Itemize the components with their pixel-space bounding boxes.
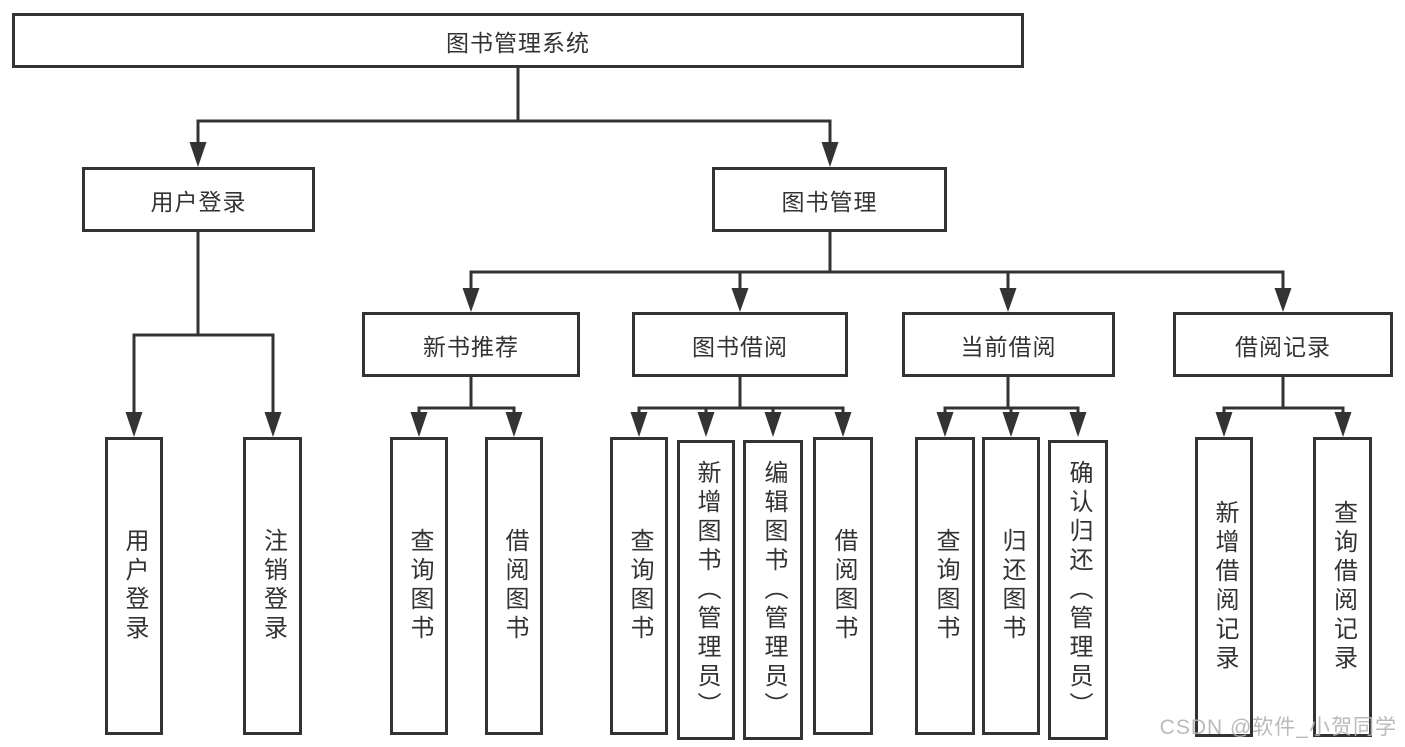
node-current-borrow: 当前借阅 bbox=[902, 312, 1115, 377]
leaf-bb-edit-books-admin: 编辑图书（管理员） bbox=[743, 440, 803, 740]
node-book-mgmt-label: 图书管理 bbox=[781, 188, 878, 215]
leaf-cb-query-books: 查询图书 bbox=[915, 437, 975, 735]
leaf-cb-confirm-return-admin: 确认归还（管理员） bbox=[1048, 440, 1108, 740]
leaf-bb-borrow-books: 借阅图书 bbox=[813, 437, 873, 735]
leaf-br-add-record: 新增借阅记录 bbox=[1195, 437, 1253, 737]
connector-borrow-records-to-leaves bbox=[1215, 377, 1352, 437]
node-book-borrow-label: 图书借阅 bbox=[692, 333, 788, 360]
node-new-book-rec-label: 新书推荐 bbox=[423, 333, 519, 360]
connector-new-book-rec-to-leaves bbox=[410, 377, 523, 437]
node-borrow-records-label: 借阅记录 bbox=[1235, 333, 1331, 360]
connector-current-borrow-to-leaves bbox=[936, 377, 1087, 437]
node-root: 图书管理系统 bbox=[12, 13, 1024, 68]
leaf-br-query-record: 查询借阅记录 bbox=[1313, 437, 1372, 737]
leaf-bb-add-books-admin: 新增图书（管理员） bbox=[677, 440, 735, 740]
connector-user-login-to-leaves bbox=[125, 232, 282, 437]
connector-root-to-level2 bbox=[189, 68, 839, 167]
leaf-user-login: 用户登录 bbox=[105, 437, 163, 735]
node-user-login-branch: 用户登录 bbox=[82, 167, 315, 232]
node-root-label: 图书管理系统 bbox=[446, 29, 590, 56]
leaf-nbr-query-books: 查询图书 bbox=[390, 437, 448, 735]
leaf-logout: 注销登录 bbox=[243, 437, 302, 735]
node-borrow-records: 借阅记录 bbox=[1173, 312, 1393, 377]
leaf-nbr-borrow-books: 借阅图书 bbox=[485, 437, 543, 735]
connector-book-borrow-to-leaves bbox=[630, 377, 852, 437]
node-book-borrow: 图书借阅 bbox=[632, 312, 848, 377]
leaf-cb-return-books: 归还图书 bbox=[982, 437, 1040, 735]
node-book-mgmt: 图书管理 bbox=[712, 167, 947, 232]
connector-book-mgmt-to-groups bbox=[462, 232, 1292, 312]
node-new-book-rec: 新书推荐 bbox=[362, 312, 580, 377]
node-user-login-branch-label: 用户登录 bbox=[150, 188, 247, 215]
leaf-bb-query-books: 查询图书 bbox=[610, 437, 668, 735]
node-current-borrow-label: 当前借阅 bbox=[960, 333, 1057, 360]
